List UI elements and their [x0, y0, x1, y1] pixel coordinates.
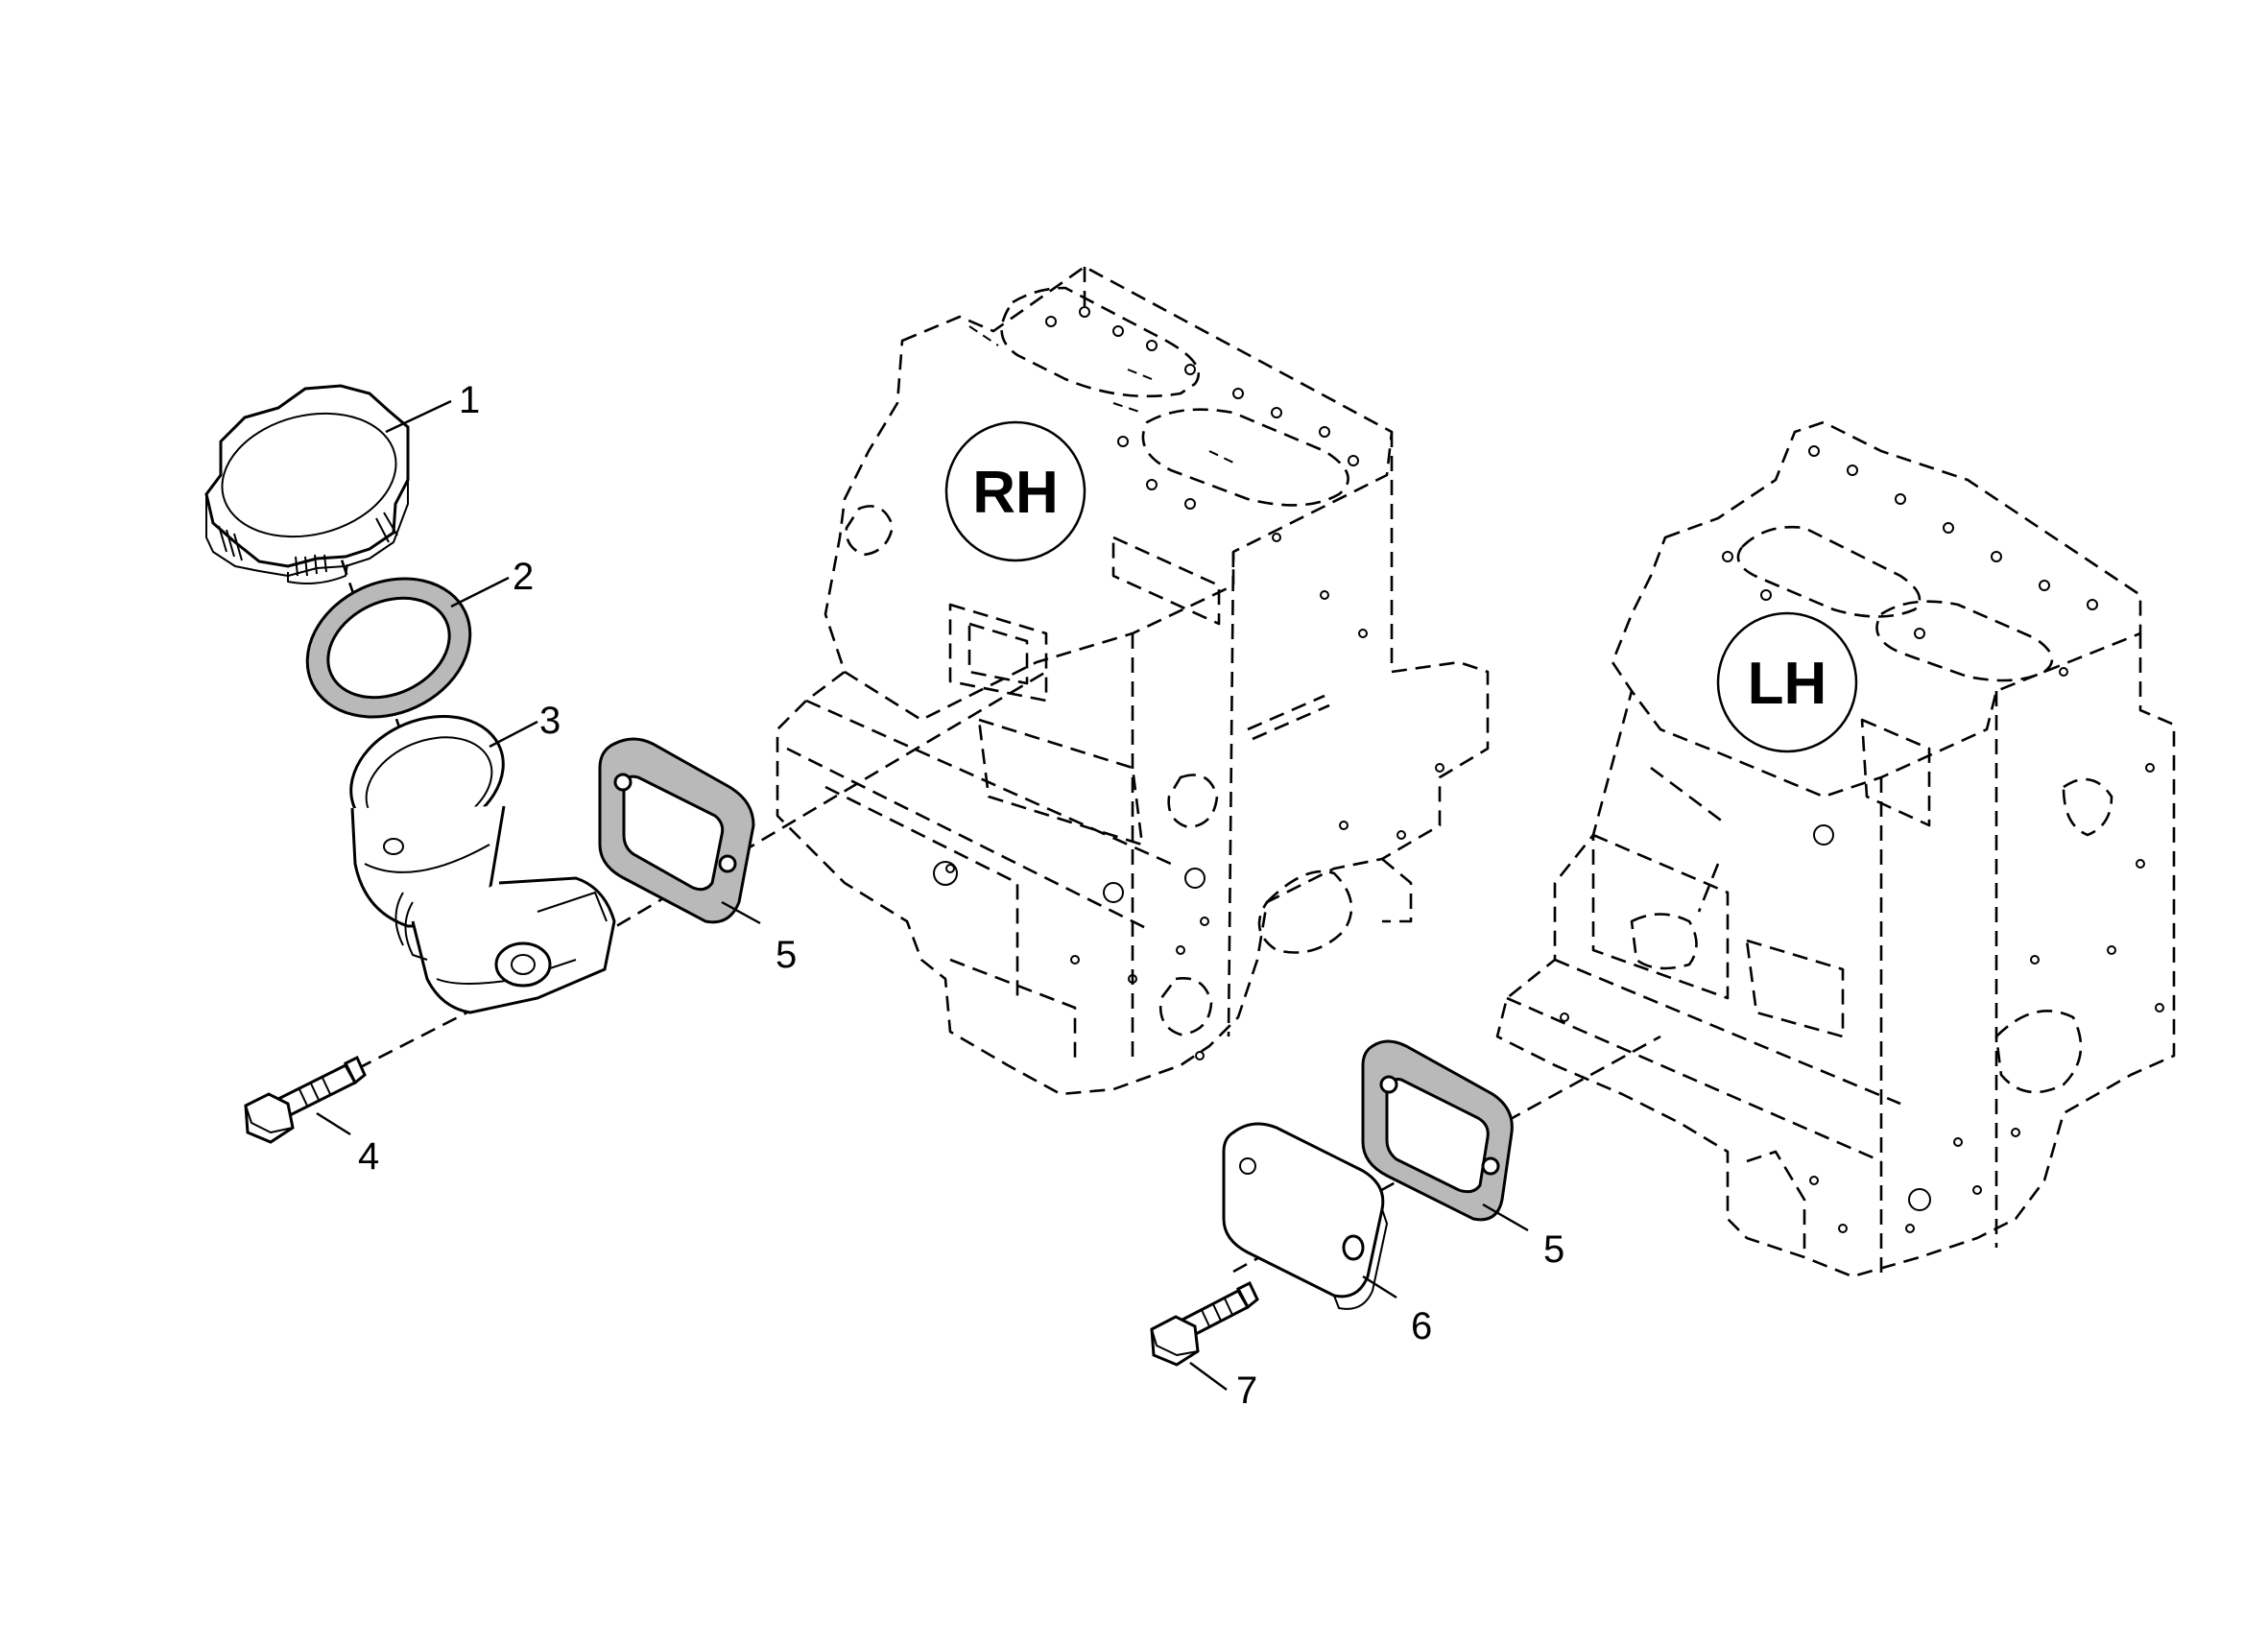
callout-4: 4: [358, 1135, 379, 1178]
bolt-4: [244, 1055, 367, 1144]
lh-bubble: LH: [1716, 611, 1858, 753]
cover-plate: [1222, 1122, 1388, 1310]
filler-cap: [204, 384, 410, 584]
callout-6: 6: [1411, 1305, 1432, 1347]
filler-neck: [349, 714, 616, 1014]
callout-7: 7: [1236, 1370, 1257, 1412]
gasket-lh: [1361, 1039, 1514, 1222]
leader-lines: [316, 399, 1529, 1391]
engine-block-lh: [1495, 420, 2176, 1278]
bolt-7: [1150, 1280, 1259, 1367]
callout-3: 3: [539, 700, 561, 742]
callout-5-rh: 5: [776, 934, 797, 976]
rh-bubble: RH: [944, 420, 1086, 562]
callout-numbers: 1 2 3 4 5 5 6 7: [358, 379, 1564, 1412]
callout-2: 2: [513, 556, 534, 598]
callout-5-lh: 5: [1543, 1228, 1564, 1271]
rh-label: RH: [972, 460, 1059, 526]
callout-1: 1: [459, 379, 480, 421]
lh-label: LH: [1748, 651, 1827, 717]
gasket-rh: [598, 737, 755, 924]
engine-block-rh: [776, 265, 1490, 1096]
sealing-ring: [305, 577, 472, 719]
